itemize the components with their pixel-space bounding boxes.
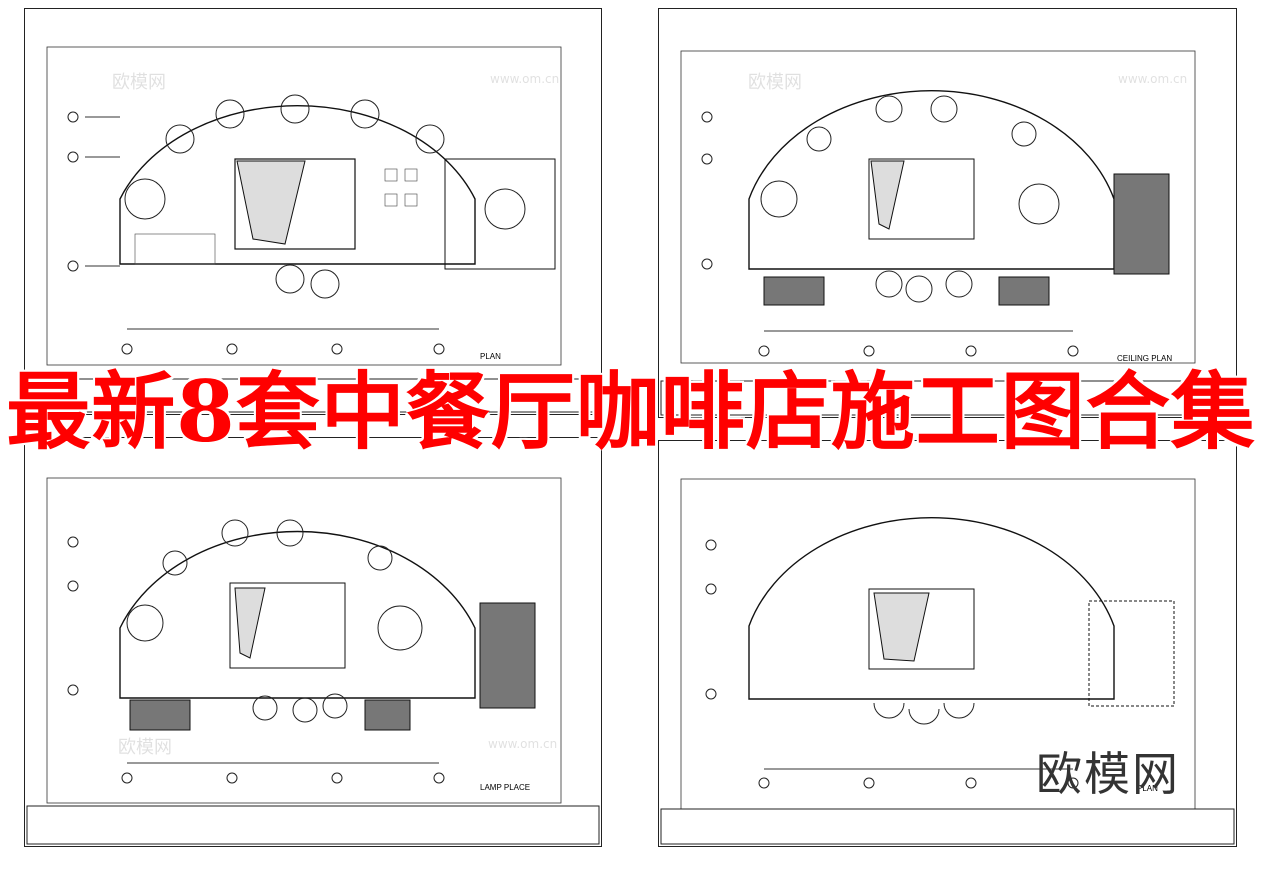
sheet-lamp-place-label: LAMP PLACE xyxy=(480,783,531,792)
watermark-text: 欧模网 xyxy=(112,72,166,93)
drawing-sheet-plan-2: PLAN xyxy=(658,440,1237,847)
watermark-url: www.om.cn xyxy=(1118,72,1188,86)
drawing-sheet-lamp-place: LAMP PLACE xyxy=(24,437,602,847)
lamp-plan-drawing xyxy=(26,477,600,845)
watermark-text: 欧模网 xyxy=(748,72,802,93)
title-banner: 最新8套中餐厅咖啡店施工图合集 xyxy=(6,362,1256,461)
watermark-url: www.om.cn xyxy=(488,737,558,751)
brand-logo: 欧模网 xyxy=(1036,747,1180,801)
drawing-sheet-ceiling-plan: CEILING PLAN xyxy=(658,8,1237,418)
sheet-plan-label: PLAN xyxy=(480,352,501,361)
floor-plan-drawing-2 xyxy=(660,478,1235,845)
floor-plan-drawing xyxy=(26,46,600,413)
watermark-url: www.om.cn xyxy=(490,72,560,86)
sheet-ceiling-plan-label: CEILING PLAN xyxy=(1117,354,1173,363)
sheet-plan-2-label: PLAN xyxy=(1137,784,1158,793)
ceiling-plan-drawing xyxy=(660,50,1235,416)
drawing-sheet-plan: PLAN xyxy=(24,8,602,415)
watermark-text: 欧模网 xyxy=(118,737,172,758)
